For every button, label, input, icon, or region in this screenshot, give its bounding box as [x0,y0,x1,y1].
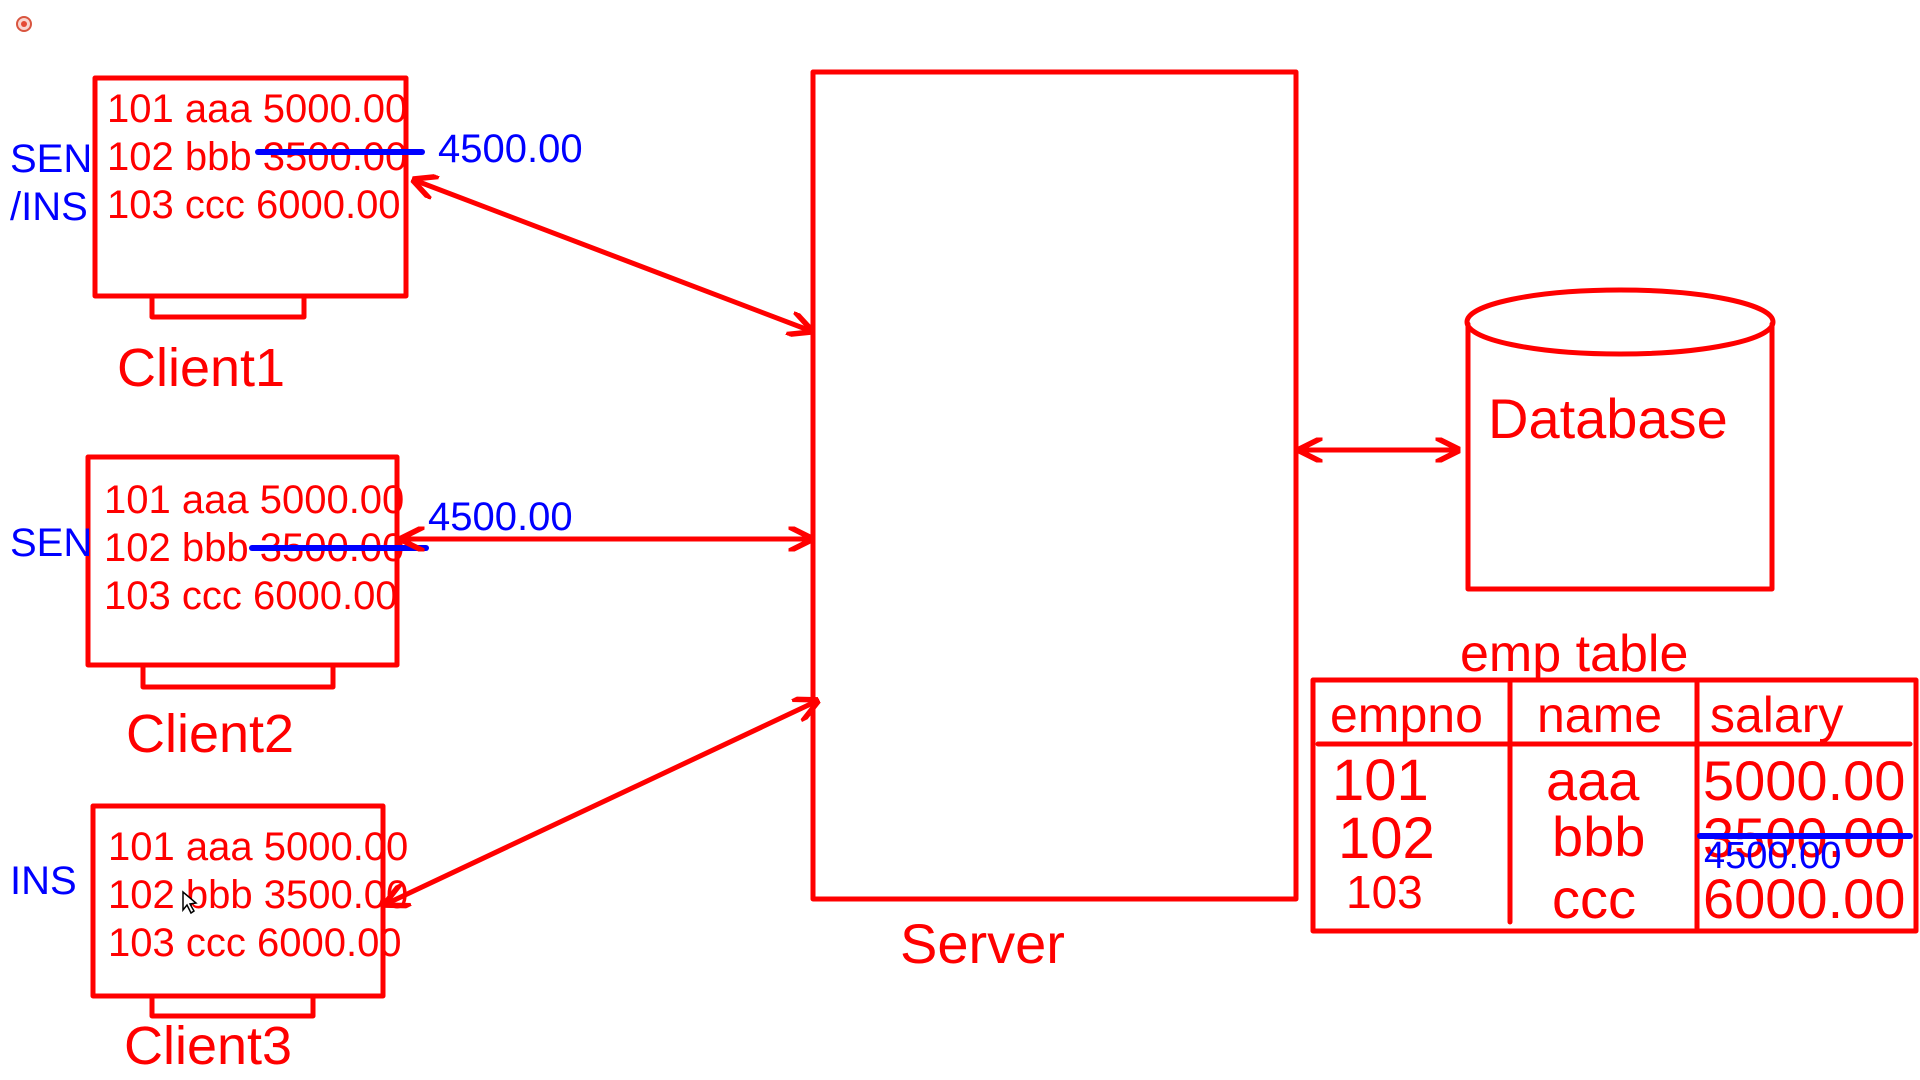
server: Server [810,69,1299,975]
client1-stand [149,293,307,320]
client2-row-3: 103 ccc 6000.00 [104,574,398,618]
emp-table-salary-edit: 4500.00 [1704,835,1841,877]
emp-table-cell-empno-3: 103 [1346,866,1423,918]
database: Database [1464,287,1776,592]
client2-row-1: 101 aaa 5000.00 [104,478,404,522]
emp-table-header-name: name [1537,687,1662,743]
connections [386,180,1461,904]
client1-edit-value: 4500.00 [438,127,583,171]
emp-table-cell-name-3: ccc [1552,867,1636,930]
database-cylinder-top [1464,287,1776,357]
emp-table-cell-salary-3: 6000.00 [1703,867,1905,930]
record-dot-icon[interactable] [16,16,32,32]
client3-row-3: 103 ccc 6000.00 [108,921,402,965]
client2-label: Client2 [126,704,294,764]
client3: 101 aaa 5000.00 102 bbb 3500.00 103 ccc … [10,803,408,1076]
client1-note-1: SEN [10,137,92,181]
emp-table-title: emp table [1460,625,1688,683]
client2: 101 aaa 5000.00 102 bbb 3500.00 103 ccc … [10,454,573,764]
client3-label: Client3 [124,1016,292,1076]
database-cylinder-body [1465,321,1775,592]
client1-label: Client1 [117,338,285,398]
client1-note-2: /INS [10,185,88,229]
client3-note-1: INS [10,859,77,903]
emp-table-header-empno: empno [1330,687,1483,743]
mouse-cursor-icon [182,890,198,915]
emp-table-header-salary: salary [1710,687,1843,743]
client1: 101 aaa 5000.00 102 bbb 3500.00 103 ccc … [10,75,583,398]
emp-table-cell-name-1: aaa [1546,749,1640,812]
client2-edit-value: 4500.00 [428,495,573,539]
client2-stand [140,662,336,690]
client3-row-2: 102 bbb 3500.00 [108,873,408,917]
database-label: Database [1488,387,1728,450]
server-label: Server [900,912,1065,975]
emp-table-cell-empno-2: 102 [1338,806,1435,871]
client2-note-1: SEN [10,521,92,565]
server-box [810,69,1299,902]
emp-table-frame [1310,677,1919,934]
client3-stand [149,993,316,1019]
emp-table-cell-salary-1: 5000.00 [1703,749,1905,812]
client3-row-1: 101 aaa 5000.00 [108,825,408,869]
client1-row-2: 102 bbb 3500.00 [107,135,407,179]
client1-row-3: 103 ccc 6000.00 [107,183,401,227]
arrow-client3-server [386,701,817,904]
arrow-client1-server [414,180,811,331]
emp-table-cell-empno-1: 101 [1332,748,1429,813]
emp-table: emp table empno name salary 101 102 103 … [1310,625,1919,934]
client1-row-1: 101 aaa 5000.00 [107,87,407,131]
emp-table-cell-name-2: bbb [1552,805,1645,868]
